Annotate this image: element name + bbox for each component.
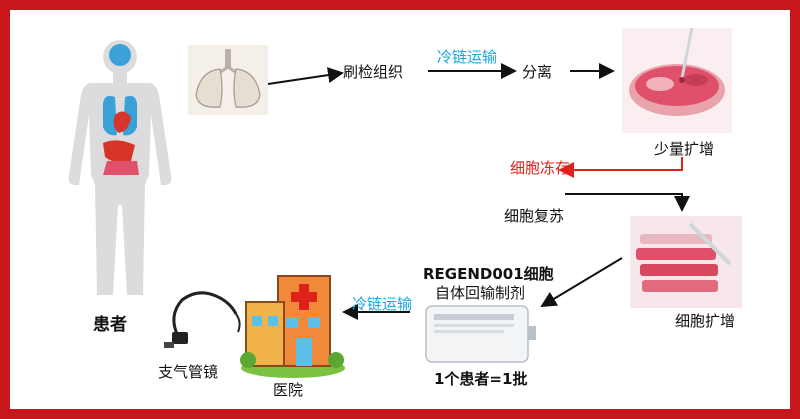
arrow-recovery-to-expansion <box>565 193 690 212</box>
cold-chain-bottom-label: 冷链运输 <box>352 295 413 313</box>
cell-recovery-label: 细胞复苏 <box>504 207 565 225</box>
bronchoscope-label: 支气管镜 <box>158 363 219 381</box>
arrow-lungs-to-biopsy <box>267 67 344 85</box>
hospital-building-icon <box>240 275 345 378</box>
cell-freezing-label: 细胞冻存 <box>510 159 571 177</box>
infusion-bag-icon <box>425 305 536 363</box>
culture-flasks-icon <box>630 216 742 308</box>
cold-chain-top-label: 冷链运输 <box>437 48 498 66</box>
arrow-expansion-to-product <box>540 257 623 308</box>
product-line2-label: 自体回输制剂 <box>435 284 526 302</box>
small-expansion-label: 少量扩增 <box>654 140 715 158</box>
bronchoscope-icon <box>164 291 241 348</box>
arrow-freeze <box>558 157 683 178</box>
separation-label: 分离 <box>522 63 553 81</box>
human-anatomy-icon <box>68 40 172 295</box>
culture-dish-icon <box>622 28 732 133</box>
hospital-label: 医院 <box>273 381 304 399</box>
one-patient-one-batch-label: 1个患者=1批 <box>434 370 528 388</box>
patient-label: 患者 <box>93 315 127 335</box>
cell-expansion-label: 细胞扩增 <box>675 312 736 330</box>
lungs-icon <box>188 45 268 115</box>
arrows-layer <box>267 63 690 320</box>
brush-biopsy-label: 刷检组织 <box>343 63 404 81</box>
product-line1-label: REGEND001细胞 <box>423 265 554 283</box>
